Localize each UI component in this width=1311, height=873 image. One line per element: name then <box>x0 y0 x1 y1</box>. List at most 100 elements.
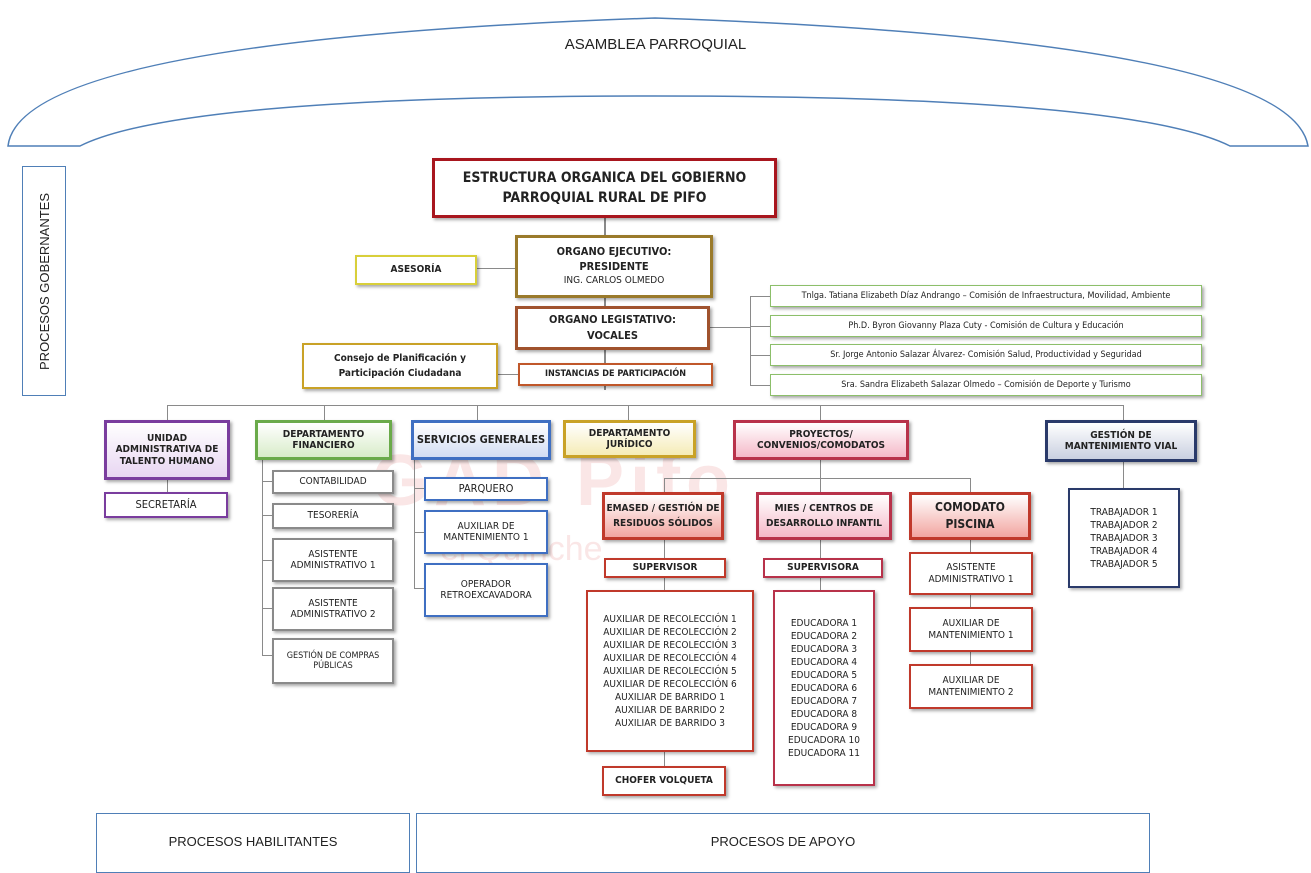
connector <box>604 218 606 390</box>
connector <box>970 540 971 552</box>
connector <box>664 478 665 492</box>
connector <box>664 478 970 479</box>
connector <box>1123 462 1124 488</box>
connector <box>262 608 272 609</box>
list-item: EDUCADORA 8 <box>790 708 858 720</box>
projects-dept-box: PROYECTOS/ CONVENIOS/COMODATOS <box>733 420 909 460</box>
commission-text: Ph.D. Byron Giovanny Plaza Cuty - Comisi… <box>848 320 1124 331</box>
box-label-line: RETROEXCAVADORA <box>440 590 532 601</box>
secretary-label: SECRETARÍA <box>135 497 197 511</box>
legal-dept-box: DEPARTAMENTO JURÍDICO <box>563 420 696 458</box>
legislative-title: ORGANO LEGISTATIVO: <box>549 312 676 326</box>
finance-child-box: CONTABILIDAD <box>272 470 394 494</box>
list-item: TRABAJADOR 1 <box>1090 506 1158 518</box>
list-item: EDUCADORA 11 <box>788 747 860 759</box>
talent-unit-box: UNIDAD ADMINISTRATIVA DE TALENTO HUMANO <box>104 420 230 480</box>
connector <box>167 405 168 420</box>
connector <box>750 355 770 356</box>
box-label-line: MANTENIMIENTO 2 <box>928 686 1014 698</box>
legislative-box: ORGANO LEGISTATIVO: VOCALES <box>515 306 710 350</box>
support-processes-label: PROCESOS DE APOYO <box>416 813 1150 873</box>
talent-line1: UNIDAD <box>146 432 188 444</box>
connector <box>820 540 821 558</box>
box-label-line: AUXILIAR DE <box>942 618 1000 629</box>
participation-box: INSTANCIAS DE PARTICIPACIÓN <box>518 363 713 386</box>
executive-title: ORGANO EJECUTIVO: <box>556 245 672 259</box>
finance-child-box: TESORERÍA <box>272 503 394 529</box>
connector <box>477 405 478 420</box>
assembly-title: ASAMBLEA PARROQUIAL <box>564 36 747 53</box>
commission-text: Sra. Sandra Elizabeth Salazar Olmedo – C… <box>841 379 1131 390</box>
governing-processes-text: PROCESOS GOBERNANTES <box>36 192 52 370</box>
assembly-arch <box>7 17 1309 147</box>
connector <box>262 481 272 482</box>
connector <box>970 478 971 492</box>
participation-label: INSTANCIAS DE PARTICIPACIÓN <box>544 369 687 380</box>
governing-processes-label: PROCESOS GOBERNANTES <box>22 166 66 396</box>
services-label: SERVICIOS GENERALES <box>416 432 546 446</box>
projects-line1: PROYECTOS/ <box>789 428 853 440</box>
mies-supervisor-box: SUPERVISORA <box>763 558 883 578</box>
commission-text: Sr. Jorge Antonio Salazar Álvarez- Comis… <box>830 349 1142 360</box>
connector <box>710 327 750 328</box>
finance-child-label: TESORERÍA <box>307 510 359 522</box>
council-line1: Consejo de Planificación y <box>333 352 466 364</box>
mies-box: MIES / CENTROS DE DESARROLLO INFANTIL <box>756 492 892 540</box>
list-item: TRABAJADOR 5 <box>1090 558 1158 570</box>
list-item: AUXILIAR DE RECOLECCIÓN 2 <box>603 626 737 638</box>
connector <box>750 385 770 386</box>
mies-supervisor-label: SUPERVISORA <box>787 562 859 574</box>
list-item: AUXILIAR DE RECOLECCIÓN 5 <box>603 665 737 677</box>
connector <box>498 374 518 375</box>
connector <box>664 578 665 590</box>
connector <box>970 595 971 607</box>
box-label-line: ASISTENTE <box>946 562 996 573</box>
box-label-line: ASISTENTE <box>308 548 358 560</box>
list-item: AUXILIAR DE RECOLECCIÓN 1 <box>603 613 737 625</box>
box-label-line: AUXILIAR DE <box>942 675 1000 686</box>
list-item: EDUCADORA 4 <box>790 656 858 668</box>
list-item: TRABAJADOR 4 <box>1090 545 1158 557</box>
list-item: EDUCADORA 9 <box>790 721 858 733</box>
emased-supervisor-box: SUPERVISOR <box>604 558 726 578</box>
commission-box: Sr. Jorge Antonio Salazar Álvarez- Comis… <box>770 344 1202 366</box>
connector <box>414 588 424 589</box>
header-line2: PARROQUIAL RURAL DE PIFO <box>502 190 707 206</box>
box-label-line: GESTIÓN DE COMPRAS <box>286 650 380 661</box>
roads-dept-box: GESTIÓN DE MANTENIMIENTO VIAL <box>1045 420 1197 462</box>
connector <box>262 560 272 561</box>
connector <box>414 460 415 588</box>
emased-line1: EMASED / GESTIÓN DE <box>606 503 720 514</box>
connector <box>820 405 821 420</box>
header-box: ESTRUCTURA ORGANICA DEL GOBIERNO PARROQU… <box>432 158 777 218</box>
connector <box>820 460 821 478</box>
roads-line1: GESTIÓN DE <box>1090 429 1152 441</box>
connector <box>750 296 751 385</box>
connector <box>167 405 1124 406</box>
list-item: AUXILIAR DE BARRIDO 3 <box>614 717 725 729</box>
council-line2: Participación Ciudadana <box>338 368 462 379</box>
list-item: EDUCADORA 6 <box>790 682 858 694</box>
legal-line1: DEPARTAMENTO <box>588 427 671 439</box>
executive-name: ING. CARLOS OLMEDO <box>563 275 665 287</box>
advisory-label: ASESORÍA <box>390 264 442 276</box>
connector <box>750 326 770 327</box>
connector <box>414 532 424 533</box>
mies-line1: MIES / CENTROS DE <box>774 503 874 514</box>
list-item: EDUCADORA 3 <box>790 643 858 655</box>
list-item: AUXILIAR DE RECOLECCIÓN 3 <box>603 639 737 651</box>
emased-supervisor-label: SUPERVISOR <box>632 562 698 574</box>
commission-box: Ph.D. Byron Giovanny Plaza Cuty - Comisi… <box>770 315 1202 337</box>
legislative-role: VOCALES <box>587 328 638 342</box>
box-label-line: MANTENIMIENTO 1 <box>443 532 529 543</box>
